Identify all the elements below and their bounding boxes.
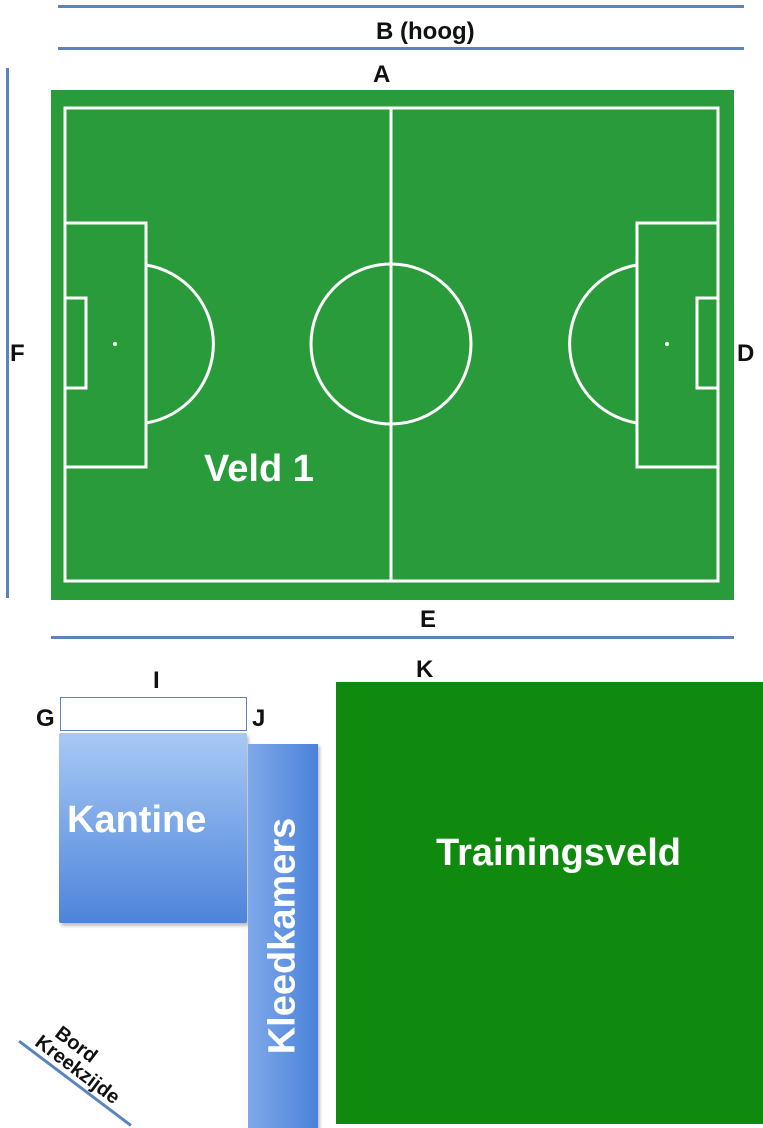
kantine-building: Kantine: [59, 733, 247, 923]
label-k: K: [416, 656, 434, 683]
boundary-line-f: [6, 68, 9, 598]
right-penalty-arc: [568, 263, 638, 425]
boundary-line-b-bottom: [58, 47, 744, 50]
right-goal-box: [695, 296, 720, 390]
label-j: J: [252, 705, 266, 732]
main-pitch: Veld 1: [51, 90, 734, 600]
left-penalty-box: [63, 221, 148, 469]
label-f: F: [10, 340, 25, 367]
left-penalty-arc: [145, 263, 215, 425]
right-penalty-spot: [665, 342, 669, 346]
terrace-strip: [60, 697, 247, 731]
boundary-line-b-top: [58, 5, 744, 8]
label-g: G: [36, 705, 55, 732]
left-goal-box: [63, 296, 88, 390]
training-field-label: Trainingsveld: [436, 832, 681, 874]
label-a: A: [373, 61, 391, 88]
training-field: Trainingsveld: [336, 682, 763, 1124]
label-e: E: [420, 606, 437, 633]
kantine-label: Kantine: [67, 799, 207, 841]
center-circle: [309, 262, 473, 426]
pitch-name: Veld 1: [204, 448, 314, 490]
label-b: B (hoog): [376, 18, 475, 45]
label-i: I: [153, 667, 160, 694]
kleedkamers-building: Kleedkamers: [248, 744, 318, 1128]
kleedkamers-label: Kleedkamers: [261, 817, 304, 1055]
label-d: D: [737, 340, 755, 367]
pitch-markings: [63, 106, 720, 583]
left-penalty-spot: [113, 342, 117, 346]
boundary-line-e: [51, 636, 734, 639]
right-penalty-box: [635, 221, 720, 469]
